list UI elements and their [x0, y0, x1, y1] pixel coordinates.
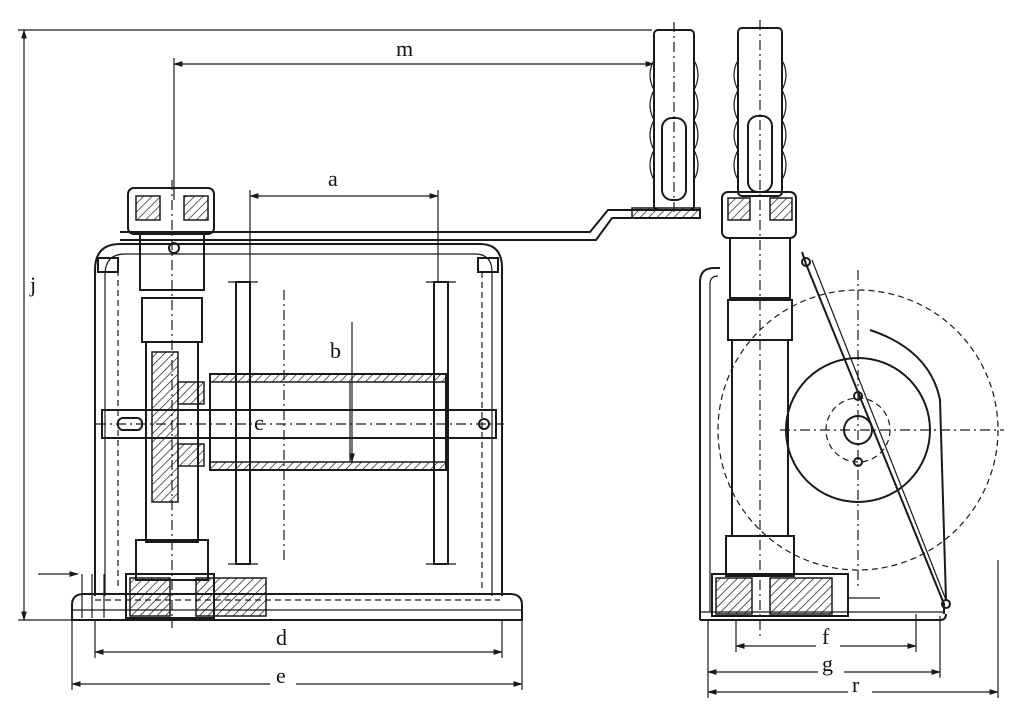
- dimension-b: b: [330, 322, 355, 463]
- dim-label-c: c: [254, 410, 264, 435]
- dim-label-f: f: [822, 624, 830, 649]
- side-top-hub: [721, 191, 797, 577]
- dim-label-e: e: [276, 663, 286, 688]
- side-drum: [717, 270, 1004, 601]
- dim-label-d: d: [276, 625, 287, 650]
- side-frame-plate: [699, 251, 951, 620]
- dimension-g: g: [707, 616, 941, 698]
- dimension-d: d: [94, 620, 503, 658]
- dim-label-m: m: [396, 36, 413, 61]
- bottom-bearing: [38, 571, 105, 618]
- side-base: [700, 573, 947, 621]
- dimension-f: f: [735, 614, 917, 652]
- front-view: m a j b c: [18, 22, 701, 690]
- dimension-j: j: [18, 29, 652, 621]
- side-frame: [94, 243, 503, 596]
- drum-axle: [96, 381, 504, 467]
- dim-label-r: r: [852, 672, 860, 697]
- side-crank-handle: [733, 20, 787, 640]
- dimension-e: e: [71, 620, 523, 690]
- drum: [209, 281, 456, 565]
- dimension-m: m: [173, 36, 655, 200]
- crank-shaft-column: [125, 180, 267, 628]
- crank-handle: [120, 22, 701, 241]
- side-view: f g r: [699, 20, 1004, 698]
- dim-label-a: a: [328, 166, 338, 191]
- dim-label-j: j: [29, 272, 36, 297]
- dimension-r: r: [707, 560, 999, 698]
- dimension-a: a: [249, 166, 439, 282]
- dim-label-b: b: [330, 338, 341, 363]
- dim-label-g: g: [822, 651, 833, 676]
- dimension-c: c: [254, 410, 264, 435]
